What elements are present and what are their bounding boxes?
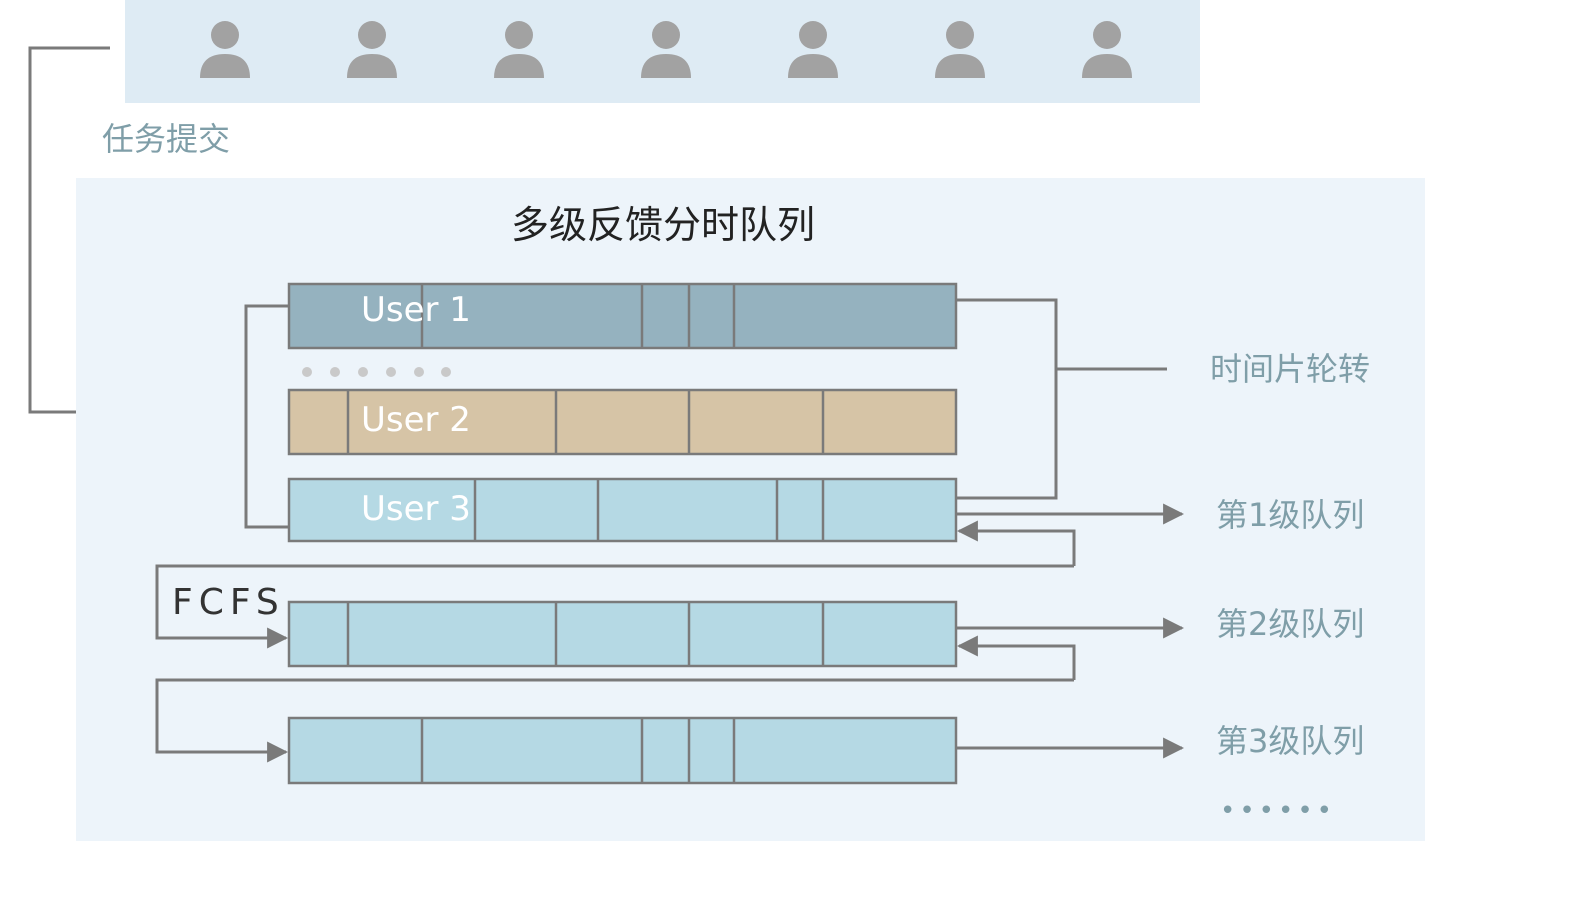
level2-feedback-arrow xyxy=(956,635,1076,680)
queue-user3-bar xyxy=(287,477,958,543)
queue-user2-bar xyxy=(287,388,958,456)
user-queue-ellipsis-dots xyxy=(302,367,451,377)
queue-user2: User 2 xyxy=(287,388,958,456)
ellipsis-dot xyxy=(358,367,368,377)
queue-user1: User 1 xyxy=(287,282,958,350)
user-icon xyxy=(935,21,985,78)
user-icon xyxy=(347,21,397,78)
user-icon-body xyxy=(200,54,250,78)
queue-level3 xyxy=(287,716,958,785)
ellipsis-dot xyxy=(386,367,396,377)
user-icon-body xyxy=(935,54,985,78)
user-icon xyxy=(200,21,250,78)
level2-to-level3-connector xyxy=(155,678,1074,763)
queue-user3: User 3 xyxy=(287,477,958,543)
user-icon-head xyxy=(799,21,827,49)
time-slice-bracket xyxy=(956,298,1058,500)
user-icon xyxy=(788,21,838,78)
level1-to-level2-connector xyxy=(155,564,1074,649)
user-queue-bracket xyxy=(244,304,289,529)
queue-level2-bar xyxy=(287,600,958,668)
level3-label: 第3级队列 xyxy=(1216,722,1364,760)
user-icon xyxy=(641,21,691,78)
time-slice-label: 时间片轮转 xyxy=(1210,350,1370,388)
user-icon-body xyxy=(788,54,838,78)
users-panel xyxy=(125,0,1200,103)
level2-label: 第2级队列 xyxy=(1216,605,1364,643)
users-row xyxy=(200,21,1132,78)
user-icon-body xyxy=(641,54,691,78)
user-icon-head xyxy=(652,21,680,49)
user-icon-head xyxy=(946,21,974,49)
user-icon xyxy=(1082,21,1132,78)
user-icon xyxy=(494,21,544,78)
queue-level2 xyxy=(287,600,958,668)
queue-user2-label: User 2 xyxy=(361,400,471,440)
user-icon-head xyxy=(505,21,533,49)
diagram-title: 多级反馈分时队列 xyxy=(511,203,815,247)
user-icon-body xyxy=(1082,54,1132,78)
more-levels-ellipsis: •••••• xyxy=(1220,796,1336,826)
user-icon-head xyxy=(1093,21,1121,49)
fcfs-label: FCFS xyxy=(172,582,285,623)
ellipsis-dot xyxy=(302,367,312,377)
user-icon-body xyxy=(347,54,397,78)
user-icon-head xyxy=(358,21,386,49)
ellipsis-dot xyxy=(414,367,424,377)
queue-user1-bar xyxy=(287,282,958,350)
queue-user3-label: User 3 xyxy=(361,489,471,529)
queue-user1-label: User 1 xyxy=(361,290,471,330)
ellipsis-dot xyxy=(330,367,340,377)
queue-level3-bar xyxy=(287,716,958,785)
user-icon-body xyxy=(494,54,544,78)
level1-feedback-arrow xyxy=(956,520,1076,566)
level1-label: 第1级队列 xyxy=(1216,496,1364,534)
submit-label: 任务提交 xyxy=(102,120,230,158)
user-icon-head xyxy=(211,21,239,49)
ellipsis-dot xyxy=(441,367,451,377)
